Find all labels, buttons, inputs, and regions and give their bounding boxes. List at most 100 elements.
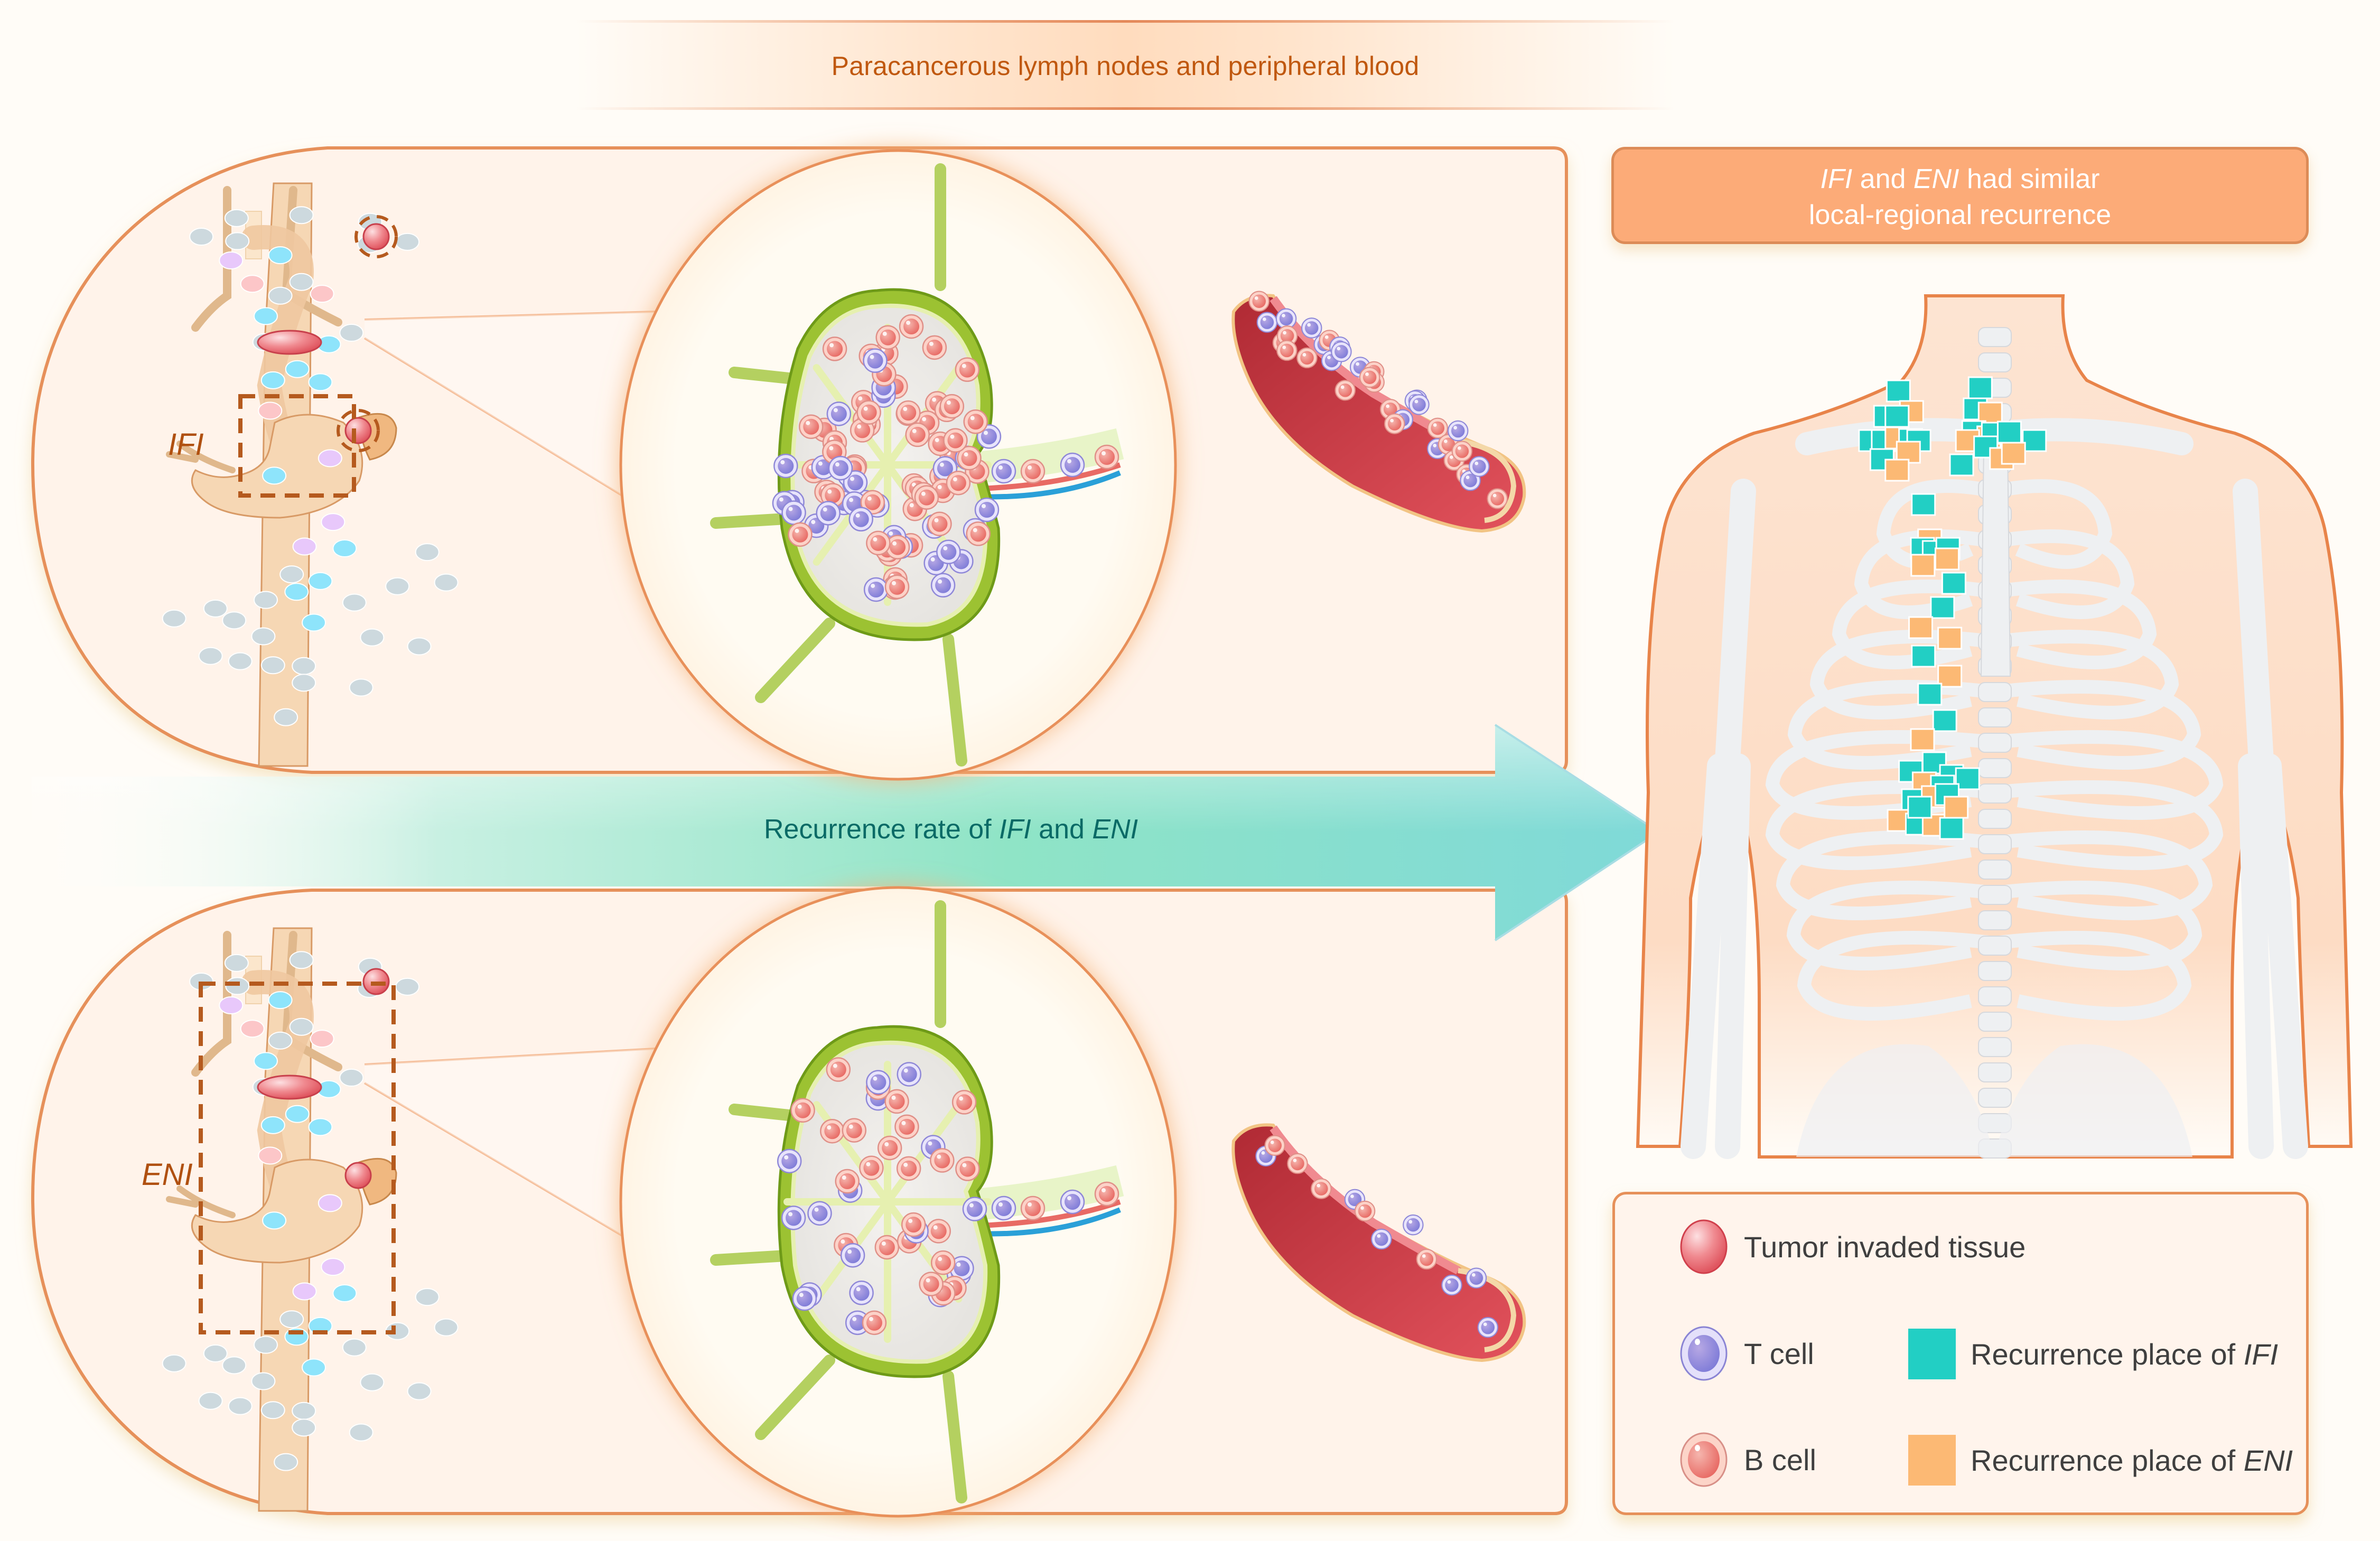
blood-cell bbox=[1371, 1228, 1392, 1250]
lymphocyte bbox=[884, 1089, 909, 1114]
eni-swatch bbox=[1908, 1435, 1956, 1486]
lymph-node-dot bbox=[285, 1105, 310, 1123]
vertebra bbox=[1978, 1037, 2012, 1057]
lymph-node-dot bbox=[225, 977, 250, 995]
lymph-node-dot bbox=[224, 209, 249, 227]
lymph-node-dot bbox=[262, 1211, 287, 1230]
artery bbox=[977, 1199, 1121, 1228]
rib-right bbox=[1993, 479, 2113, 569]
lymphocyte bbox=[1094, 1181, 1119, 1207]
lymphocyte bbox=[859, 1155, 884, 1180]
lymph-node-dot bbox=[318, 449, 342, 468]
vertebra bbox=[1978, 809, 2012, 829]
lymph-node-dot bbox=[434, 573, 459, 592]
blood-cell bbox=[1256, 312, 1278, 333]
lymph-node-dot bbox=[292, 537, 317, 556]
legend-label-t-cell: T cell bbox=[1744, 1337, 1814, 1370]
ifi-recurrence-marker bbox=[1917, 683, 1943, 706]
eni-dashed-box bbox=[199, 982, 396, 1334]
lymph-node-dot bbox=[258, 401, 283, 420]
lymphocyte bbox=[822, 337, 847, 361]
lymphocyte bbox=[781, 1206, 806, 1230]
metastatic-node-neck bbox=[362, 223, 390, 250]
lymph-node-dot bbox=[308, 373, 333, 391]
lymphocyte bbox=[842, 1118, 867, 1143]
lymphocyte bbox=[901, 1212, 926, 1237]
header-line-1-suffix: had similar bbox=[1959, 164, 2100, 194]
lymphocyte bbox=[943, 428, 968, 453]
lymph-node-dot bbox=[342, 1338, 367, 1357]
lymph-node-dot bbox=[308, 572, 333, 590]
lymphocyte bbox=[896, 1156, 921, 1181]
lymphocyte bbox=[962, 1197, 987, 1221]
vertebra bbox=[1978, 352, 2012, 372]
arrow-title: Recurrence rate of IFI and ENI bbox=[528, 814, 1374, 845]
zoom-cone-ifi bbox=[363, 311, 656, 513]
lymph-node-dot bbox=[279, 1310, 304, 1329]
blood-vessel-eni bbox=[1231, 1123, 1526, 1362]
ifi-recurrence-marker bbox=[1907, 796, 1933, 819]
ifi-recurrence-marker bbox=[1996, 421, 2022, 444]
vertebra bbox=[1978, 986, 2012, 1006]
left-arm-bones bbox=[1681, 479, 1756, 1159]
celiac-branches bbox=[166, 1185, 236, 1218]
lymph-node-dot bbox=[198, 647, 223, 665]
blood-cell bbox=[1408, 394, 1430, 415]
artery bbox=[977, 462, 1121, 491]
legend-label-eni-term: ENI bbox=[2243, 1443, 2293, 1477]
lymph-node-dot bbox=[308, 1118, 333, 1136]
lymph-node-dot bbox=[292, 1282, 317, 1301]
vertebra bbox=[1978, 707, 2012, 727]
lymphocyte bbox=[1060, 1189, 1085, 1215]
eni-recurrence-marker bbox=[1937, 627, 1963, 650]
lymphocyte bbox=[897, 1062, 922, 1087]
rib-right bbox=[1993, 630, 2179, 720]
vertebra bbox=[1978, 682, 2012, 702]
lymph-node-dot bbox=[162, 1354, 186, 1372]
tumor-ring-abdomen bbox=[337, 409, 380, 452]
legend-item-ifi-recurrence: Recurrence place of IFI bbox=[1908, 1329, 2278, 1379]
lymph-node-dot bbox=[268, 246, 293, 265]
lymph-node-dot bbox=[260, 656, 285, 675]
eni-recurrence-marker bbox=[1934, 547, 1959, 571]
blood-cell bbox=[1276, 340, 1298, 361]
rib-right bbox=[1993, 881, 2202, 970]
arrow-title-prefix: Recurrence rate of bbox=[763, 814, 1000, 845]
afferent-lymph-vessel bbox=[755, 618, 835, 703]
lymphocyte bbox=[849, 1281, 874, 1305]
lymphocyte bbox=[1094, 444, 1119, 470]
lymph-node-dot bbox=[222, 611, 247, 630]
lymph-node-dot bbox=[434, 1318, 459, 1337]
lymphocyte bbox=[1020, 459, 1046, 484]
rib-left bbox=[1832, 580, 1995, 669]
lymph-node-dot bbox=[302, 613, 326, 632]
lymph-node-dot bbox=[407, 637, 432, 656]
lymph-node-dot bbox=[318, 1194, 342, 1212]
lymphocyte bbox=[939, 394, 965, 419]
lymph-node-dot bbox=[189, 228, 214, 246]
lymphocyte bbox=[919, 1272, 944, 1296]
lymph-node-dot bbox=[292, 674, 316, 692]
eni-recurrence-marker bbox=[1910, 554, 1936, 577]
legend-label-tumor: Tumor invaded tissue bbox=[1744, 1230, 2026, 1264]
lymph-node-dot bbox=[289, 1017, 314, 1036]
afferent-lymph-vessel bbox=[755, 1355, 835, 1440]
lymphocyte bbox=[914, 485, 939, 510]
rib-left bbox=[1776, 830, 1995, 920]
t-cell-icon bbox=[1680, 1326, 1728, 1381]
lymphocyte bbox=[930, 1148, 955, 1173]
blood-cell bbox=[1359, 367, 1380, 388]
lymphocyte bbox=[930, 1250, 956, 1275]
legend-item-b-cell: B cell bbox=[1678, 1431, 1816, 1489]
header-term-eni: ENI bbox=[1913, 164, 1959, 194]
lymph-node-dot bbox=[321, 1258, 346, 1276]
anatomy-ifi bbox=[162, 182, 459, 767]
afferent-lymph-vessel bbox=[942, 1370, 967, 1503]
lymphocyte bbox=[777, 1148, 802, 1174]
lymph-node-dot bbox=[228, 1397, 253, 1415]
legend-label-ifi-prefix: Recurrence place of bbox=[1971, 1337, 2244, 1371]
right-arm-bones bbox=[2233, 479, 2308, 1159]
header-term-ifi: IFI bbox=[1820, 164, 1853, 194]
rib-left bbox=[1787, 680, 1995, 770]
eni-side-label: ENI bbox=[142, 1157, 193, 1192]
